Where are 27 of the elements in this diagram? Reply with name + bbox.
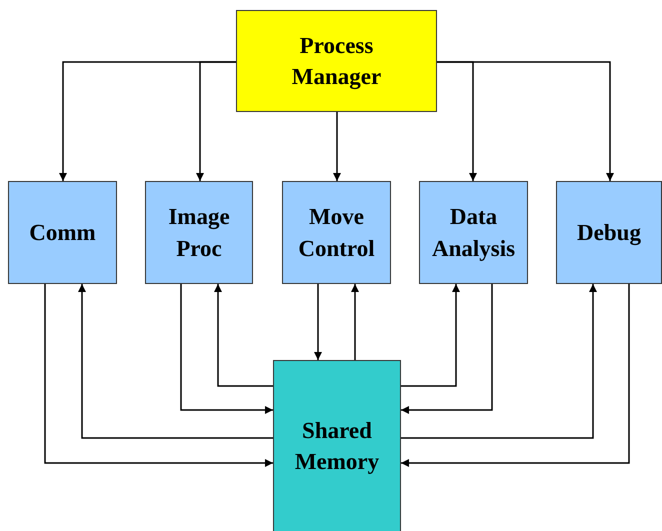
arrow	[401, 284, 493, 414]
arrow	[44, 284, 273, 467]
process-box	[282, 181, 391, 284]
arrow	[180, 284, 273, 414]
box-label: Image Proc	[167, 203, 231, 262]
arrow	[214, 284, 273, 387]
arrow	[196, 61, 236, 181]
arrow	[401, 284, 630, 467]
memory-box	[273, 360, 401, 531]
box-label: Move Control	[297, 203, 376, 262]
box-label: Shared Memory	[294, 416, 380, 476]
arrow	[78, 284, 273, 439]
arrow	[401, 284, 460, 387]
arrow	[437, 61, 614, 181]
process-box	[145, 181, 253, 284]
process-box	[236, 10, 437, 112]
arrow	[333, 112, 341, 181]
box-label: Comm	[29, 218, 96, 247]
process-box	[8, 181, 117, 284]
arrow	[314, 284, 322, 360]
process-box	[556, 181, 662, 284]
box-label: Debug	[577, 218, 641, 248]
box-label: Process Manager	[290, 32, 382, 92]
arrow	[351, 284, 359, 360]
process-box	[419, 181, 528, 284]
box-label: Data Analysis	[430, 203, 516, 263]
arrow	[401, 284, 597, 439]
